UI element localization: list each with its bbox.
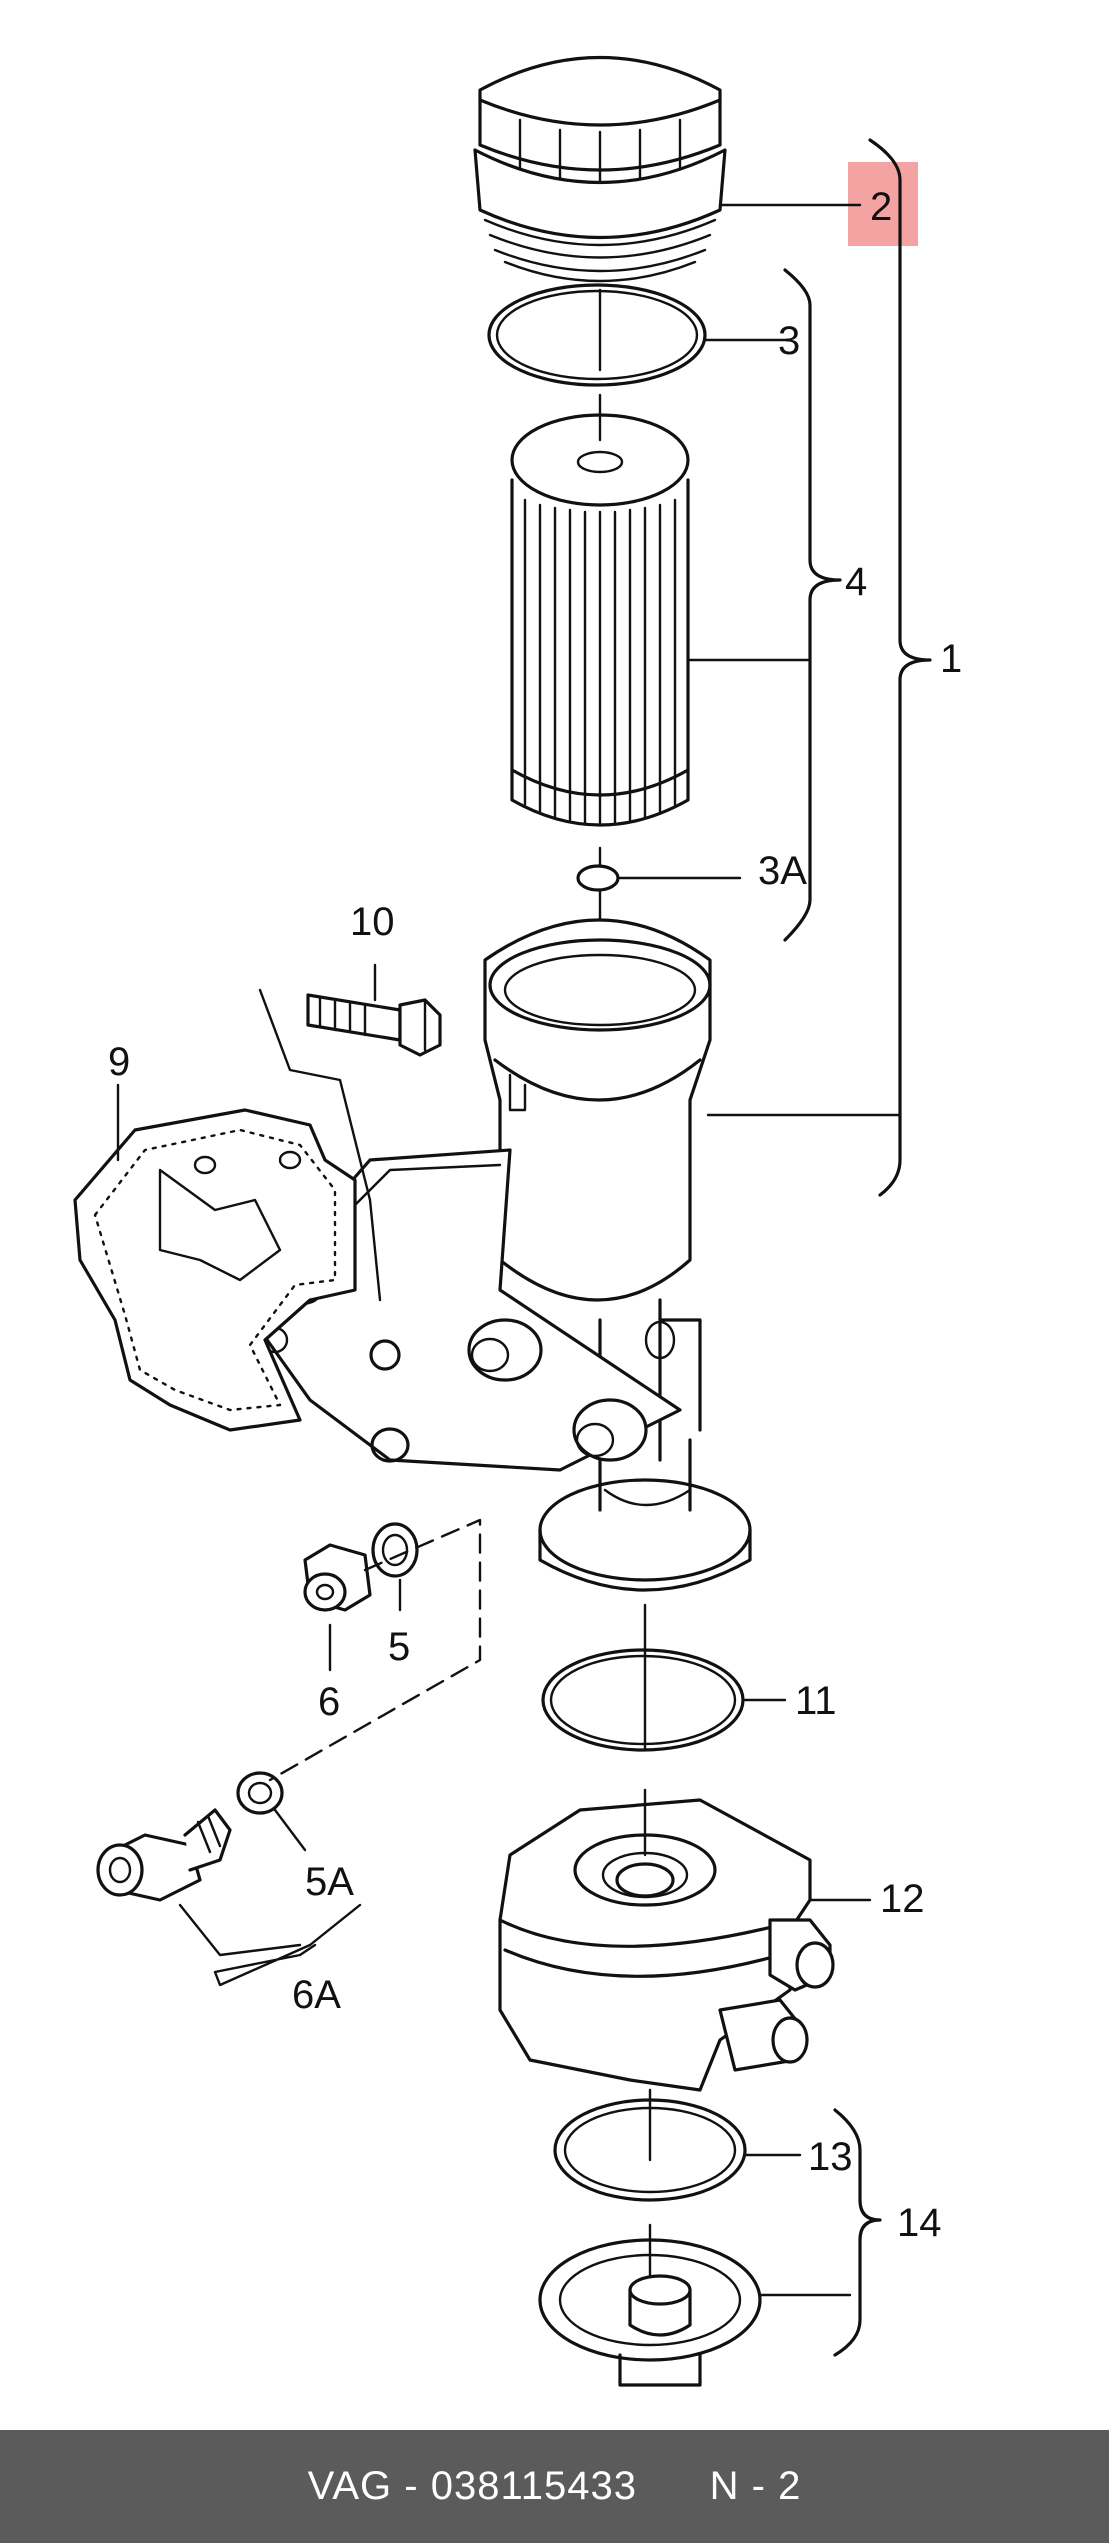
part-11-o-ring [541,1648,745,1752]
footer-gap [637,2464,710,2509]
footer-position: N - 2 [709,2464,802,2508]
part-6-plug [303,1543,372,1612]
callout-3: 3 [778,319,800,363]
part-3-o-ring [487,283,707,387]
exploded-parts-diagram: 2 3 4 1 3A 10 9 5 6 11 5A 12 6A 13 14 [73,56,962,2387]
callout-3a: 3A [758,849,807,893]
footer-separator: - [392,2464,431,2508]
part-3a-small-seal [576,864,620,892]
callout-2: 2 [870,185,892,229]
part-5a-washer [236,1771,284,1815]
part-number-footer: VAG - 038115433 N - 2 [0,2430,1109,2543]
bracket-4 [783,268,842,942]
filter-housing [483,918,712,1462]
part-14-lower-cover [538,2238,762,2387]
callout-5: 5 [388,1625,410,1669]
callout-14: 14 [897,2201,942,2245]
callout-6: 6 [318,1680,340,1724]
callout-6a: 6A [292,1973,341,2017]
filter-element [510,413,690,827]
callout-4: 4 [845,560,867,604]
callout-1: 1 [940,637,962,681]
part-12-oil-cooler [498,1798,835,2092]
callout-5a: 5A [305,1860,354,1904]
callout-9: 9 [108,1040,130,1084]
mounting-bracket [258,1148,682,1472]
callout-13: 13 [808,2135,853,2179]
part-6a-fitting [96,1808,232,1902]
part-5-washer [371,1522,419,1578]
part-2-filter-cap [473,56,727,283]
callout-10: 10 [350,900,395,944]
callout-12: 12 [880,1877,925,1921]
footer-brand: VAG [307,2464,393,2508]
part-9-gasket [73,1108,357,1432]
bracket-14 [833,2108,882,2357]
housing-flange [538,1438,752,1592]
bracket-1 [868,138,932,1197]
callout-11: 11 [795,1679,837,1723]
part-10-bolt [306,993,442,1057]
footer-part-number: 038115433 [430,2464,637,2508]
